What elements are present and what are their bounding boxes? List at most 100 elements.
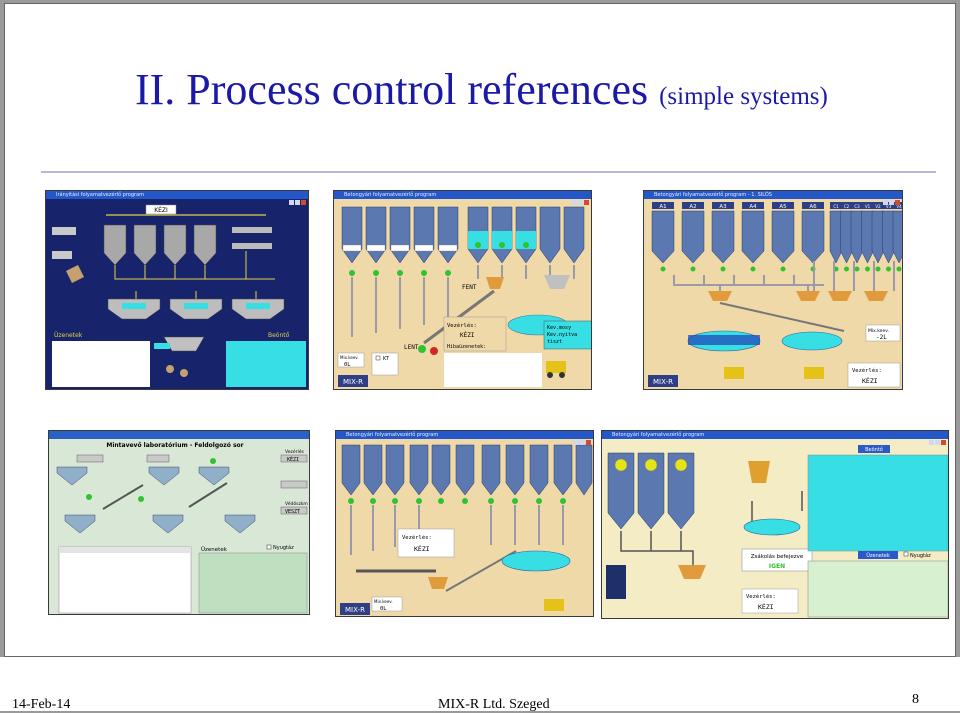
bin-c1	[829, 210, 843, 264]
slide: II. Process control references (simple s…	[4, 3, 956, 657]
screenshot-5: Betongyári folyamatvezérlő program Vezér…	[335, 430, 594, 617]
scada-diagram: Vezérlés: KÉZI Mix.keev. 0L MIX-R	[340, 444, 593, 615]
messages-panel-title: Üzenetek	[54, 332, 83, 339]
slide-subtitle: (simple systems)	[659, 83, 828, 110]
scada-diagram: Mintavevő laboratórium - Feldolgozó sor …	[56, 442, 308, 614]
window-titlebar: Betongyári folyamatvezérlő program - 1. …	[644, 191, 902, 205]
bin-label: A4	[749, 204, 757, 210]
bin-header	[861, 202, 874, 209]
messages-label: Üzenetek	[201, 546, 228, 553]
bin-header	[851, 202, 863, 209]
bin-status-indicator	[660, 266, 666, 272]
bin-header	[802, 202, 824, 209]
mode-label: Vezérlés	[285, 448, 304, 455]
right-title: Beöntő	[865, 447, 883, 453]
finish-value: IGEN	[769, 563, 785, 570]
control-value: KÉZI	[460, 331, 475, 339]
bin-a4	[741, 210, 765, 264]
status-line-1: Kev.mosy	[547, 325, 571, 331]
window-titlebar: Betongyári folyamatvezérlő program	[336, 431, 593, 445]
label-fent: FENT	[462, 284, 477, 291]
bin-header	[840, 202, 853, 209]
bin-a5	[771, 210, 795, 264]
bin-header	[830, 202, 842, 209]
control-label: Vezérlés:	[402, 534, 432, 541]
bin-header	[712, 202, 734, 209]
bin-label: C3	[854, 204, 860, 209]
page-number: 8	[912, 692, 919, 707]
control-value: KÉZI	[414, 544, 430, 553]
bin-label: V4	[896, 204, 902, 209]
mixr-logo: MIX-R	[343, 378, 363, 386]
bin-status-indicator	[844, 266, 849, 272]
control-value: KÉZI	[758, 602, 774, 611]
control-label: Vezérlés:	[852, 367, 882, 374]
bin-v2	[871, 210, 885, 264]
ack-checkbox	[266, 544, 272, 550]
status-line-2: Kev.nyitva	[547, 332, 577, 338]
bin-status-indicator	[865, 266, 870, 272]
ack-label: Nyugtáz	[910, 552, 931, 559]
screenshot-1: Irányítási folyamatvezérlő program KÉZI	[45, 190, 309, 390]
right-panel-title: Beöntő	[268, 332, 290, 339]
mix-time-value: 0L	[344, 362, 351, 368]
scada-diagram: Zsákolás befejezve IGEN Vezérlés: KÉZI B…	[606, 445, 948, 618]
bin-label: A3	[719, 204, 727, 210]
bin-a2	[681, 210, 705, 264]
footer-company: MIX-R Ltd. Szeged	[438, 697, 550, 712]
bin-header	[882, 202, 895, 209]
label-lent: LENT	[404, 344, 419, 351]
scada-diagram: FENT LENT Vezérlés: KÉZI Hibaüzenetek: K…	[337, 206, 591, 387]
status-line-3: tiszt	[547, 339, 562, 345]
kt-checkbox-label: KT	[383, 356, 390, 362]
mix-value: -2L	[876, 334, 887, 341]
screenshot-6: Betongyári folyamatvezérlő program Zsáko…	[601, 430, 949, 619]
bin-a6	[801, 210, 825, 264]
bin-label: A5	[779, 204, 787, 210]
finish-label: Zsákolás befejezve	[751, 553, 804, 560]
bin-status-indicator	[875, 266, 881, 272]
bin-status-indicator	[750, 266, 756, 272]
footer: 14-Feb-14 MIX-R Ltd. Szeged 8	[0, 657, 960, 712]
bin-label: V1	[865, 204, 871, 209]
window-titlebar: Betongyári folyamatvezérlő program	[334, 191, 591, 205]
screenshot-2: Betongyári folyamatvezérlő program	[333, 190, 592, 390]
bin-label: A6	[809, 204, 817, 210]
bin-header	[893, 202, 902, 209]
bin-header	[742, 202, 764, 209]
mix-value: 0L	[380, 606, 387, 612]
window-titlebar: Betongyári folyamatvezérlő program	[602, 431, 948, 445]
diagram-title: Mintavevő laboratórium - Feldolgozó sor	[106, 442, 243, 449]
control-label: Vezérlés:	[746, 593, 776, 600]
valve-label: Védőszkm	[285, 500, 308, 507]
bin-header	[772, 202, 794, 209]
bin-header	[652, 202, 674, 209]
bin-status-indicator	[720, 266, 726, 272]
bin-status-indicator	[690, 266, 696, 272]
messages-label: Üzenetek	[866, 552, 890, 559]
bin-label: V2	[875, 204, 881, 209]
kt-checkbox	[375, 355, 381, 361]
bin-status-indicator	[780, 266, 786, 272]
bin-status-indicator	[886, 266, 891, 272]
bin-v3	[882, 210, 895, 264]
bin-c2	[840, 210, 853, 264]
bin-c3	[850, 210, 864, 264]
bin-label: C1	[833, 204, 839, 209]
screenshot-3: Betongyári folyamatvezérlő program - 1. …	[643, 190, 903, 390]
bin-a1	[651, 210, 675, 264]
ack-checkbox	[903, 551, 909, 557]
bin-a3	[711, 210, 735, 264]
mode-label: KÉZI	[154, 206, 168, 214]
screenshot-4: Mintavevő laboratórium - Feldolgozó sor …	[48, 430, 310, 615]
scada-diagram: KÉZI Üze	[52, 204, 306, 387]
valve-value: VESZT	[285, 509, 300, 515]
mixr-logo: MIX-R	[345, 606, 365, 614]
bin-label: A1	[659, 204, 666, 210]
bin-label: C2	[844, 204, 850, 209]
mode-value: KÉZI	[287, 455, 299, 463]
mix-label: Mix.keev.	[868, 328, 889, 334]
control-label: Vezérlés:	[447, 322, 477, 329]
title-rule	[41, 171, 936, 173]
